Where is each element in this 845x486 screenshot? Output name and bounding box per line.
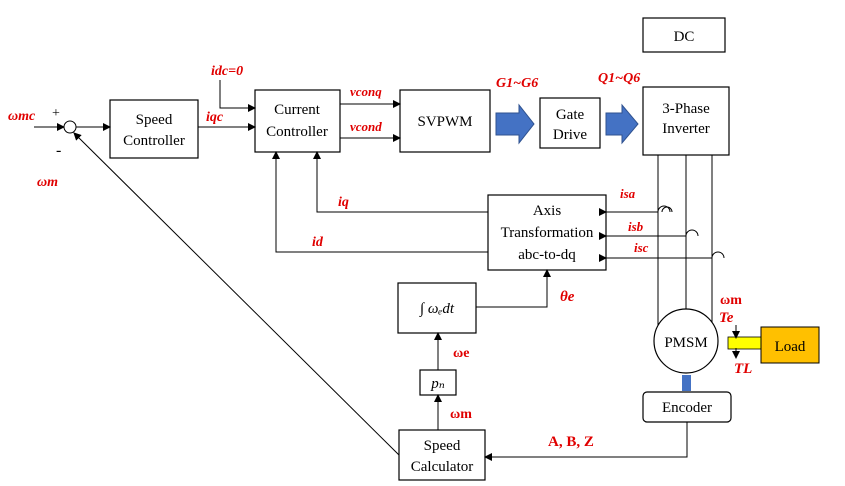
iq-label: iq	[338, 195, 349, 210]
isb-label: isb	[628, 219, 644, 234]
omega-mc-label: ωmc	[8, 109, 36, 124]
axis-transformation-label-1: Axis	[533, 203, 562, 219]
omega-m-shaft-label: ωm	[720, 293, 742, 308]
omega-m-feedback-label: ωm	[37, 175, 58, 190]
isa-tap	[606, 206, 673, 213]
gate-signals-label: G1~G6	[496, 76, 538, 91]
axis-transformation-label-3: abc-to-dq	[518, 247, 576, 263]
load-block	[760, 326, 820, 364]
current-controller-block	[254, 89, 341, 153]
isc-bump	[711, 251, 725, 259]
omega-m-calc-label: ωm	[450, 407, 472, 422]
axis-transformation-block	[487, 194, 607, 271]
dc-label: DC	[674, 29, 695, 45]
isc-label: isc	[634, 240, 649, 255]
encoder-wire	[484, 422, 688, 461]
id-feedback-wire	[272, 151, 488, 253]
omega-e-label: ωe	[453, 346, 469, 361]
pmsm-label: PMSM	[664, 335, 707, 351]
svpwm-block	[399, 89, 491, 153]
isb-bump	[685, 229, 699, 237]
integrator-label: ∫ ωₑdt	[419, 301, 455, 317]
theta-e-label: θe	[560, 289, 575, 305]
axis-transformation-label-2: Transformation	[501, 225, 594, 241]
plus-sign: +	[52, 106, 60, 121]
speed-calculator-label-2: Calculator	[411, 459, 473, 475]
encoder-coupling	[682, 375, 691, 391]
tl-label: TL	[734, 361, 752, 377]
integrator-block	[397, 282, 477, 334]
idc-label: idc=0	[211, 64, 243, 79]
speed-calculator-label-1: Speed	[424, 438, 461, 454]
encoder-signals-label: A, B, Z	[548, 434, 594, 450]
current-controller-label-1: Current	[274, 102, 321, 118]
speed-controller-block	[109, 99, 199, 159]
id-label: id	[312, 235, 324, 250]
dc-source-box	[642, 17, 726, 53]
iqc-label: iqc	[206, 110, 224, 125]
isa-label: isa	[620, 186, 636, 201]
svpwm-to-gate-arrow	[495, 103, 535, 145]
pole-pairs-label: pₙ	[430, 376, 445, 392]
switch-signals-label: Q1~Q6	[598, 71, 640, 86]
gate-drive-block	[539, 97, 601, 149]
iq-feedback-wire	[313, 151, 488, 213]
speed-feedback-wire	[73, 132, 400, 456]
idc-wire	[219, 80, 256, 112]
inverter-block	[642, 86, 730, 156]
vcond-label: vcond	[350, 119, 382, 134]
isa-bump	[657, 205, 671, 213]
vconq-label: vconq	[350, 84, 382, 99]
gate-drive-label-2: Drive	[553, 127, 587, 143]
te-label: Te	[719, 310, 734, 326]
theta-wire	[476, 269, 551, 308]
gate-to-inverter-arrow	[605, 103, 639, 145]
inverter-label-2: Inverter	[662, 121, 709, 137]
gate-drive-label-1: Gate	[556, 107, 585, 123]
minus-sign: -	[56, 142, 61, 159]
speed-controller-label-2: Controller	[123, 133, 185, 149]
summing-junction	[63, 120, 77, 134]
svpwm-label: SVPWM	[417, 114, 472, 130]
inverter-label-1: 3-Phase	[662, 101, 710, 117]
load-label: Load	[775, 339, 806, 355]
current-controller-label-2: Controller	[266, 124, 328, 140]
encoder-label: Encoder	[662, 400, 712, 416]
pmsm-motor	[653, 308, 719, 374]
speed-controller-label-1: Speed	[136, 112, 173, 128]
